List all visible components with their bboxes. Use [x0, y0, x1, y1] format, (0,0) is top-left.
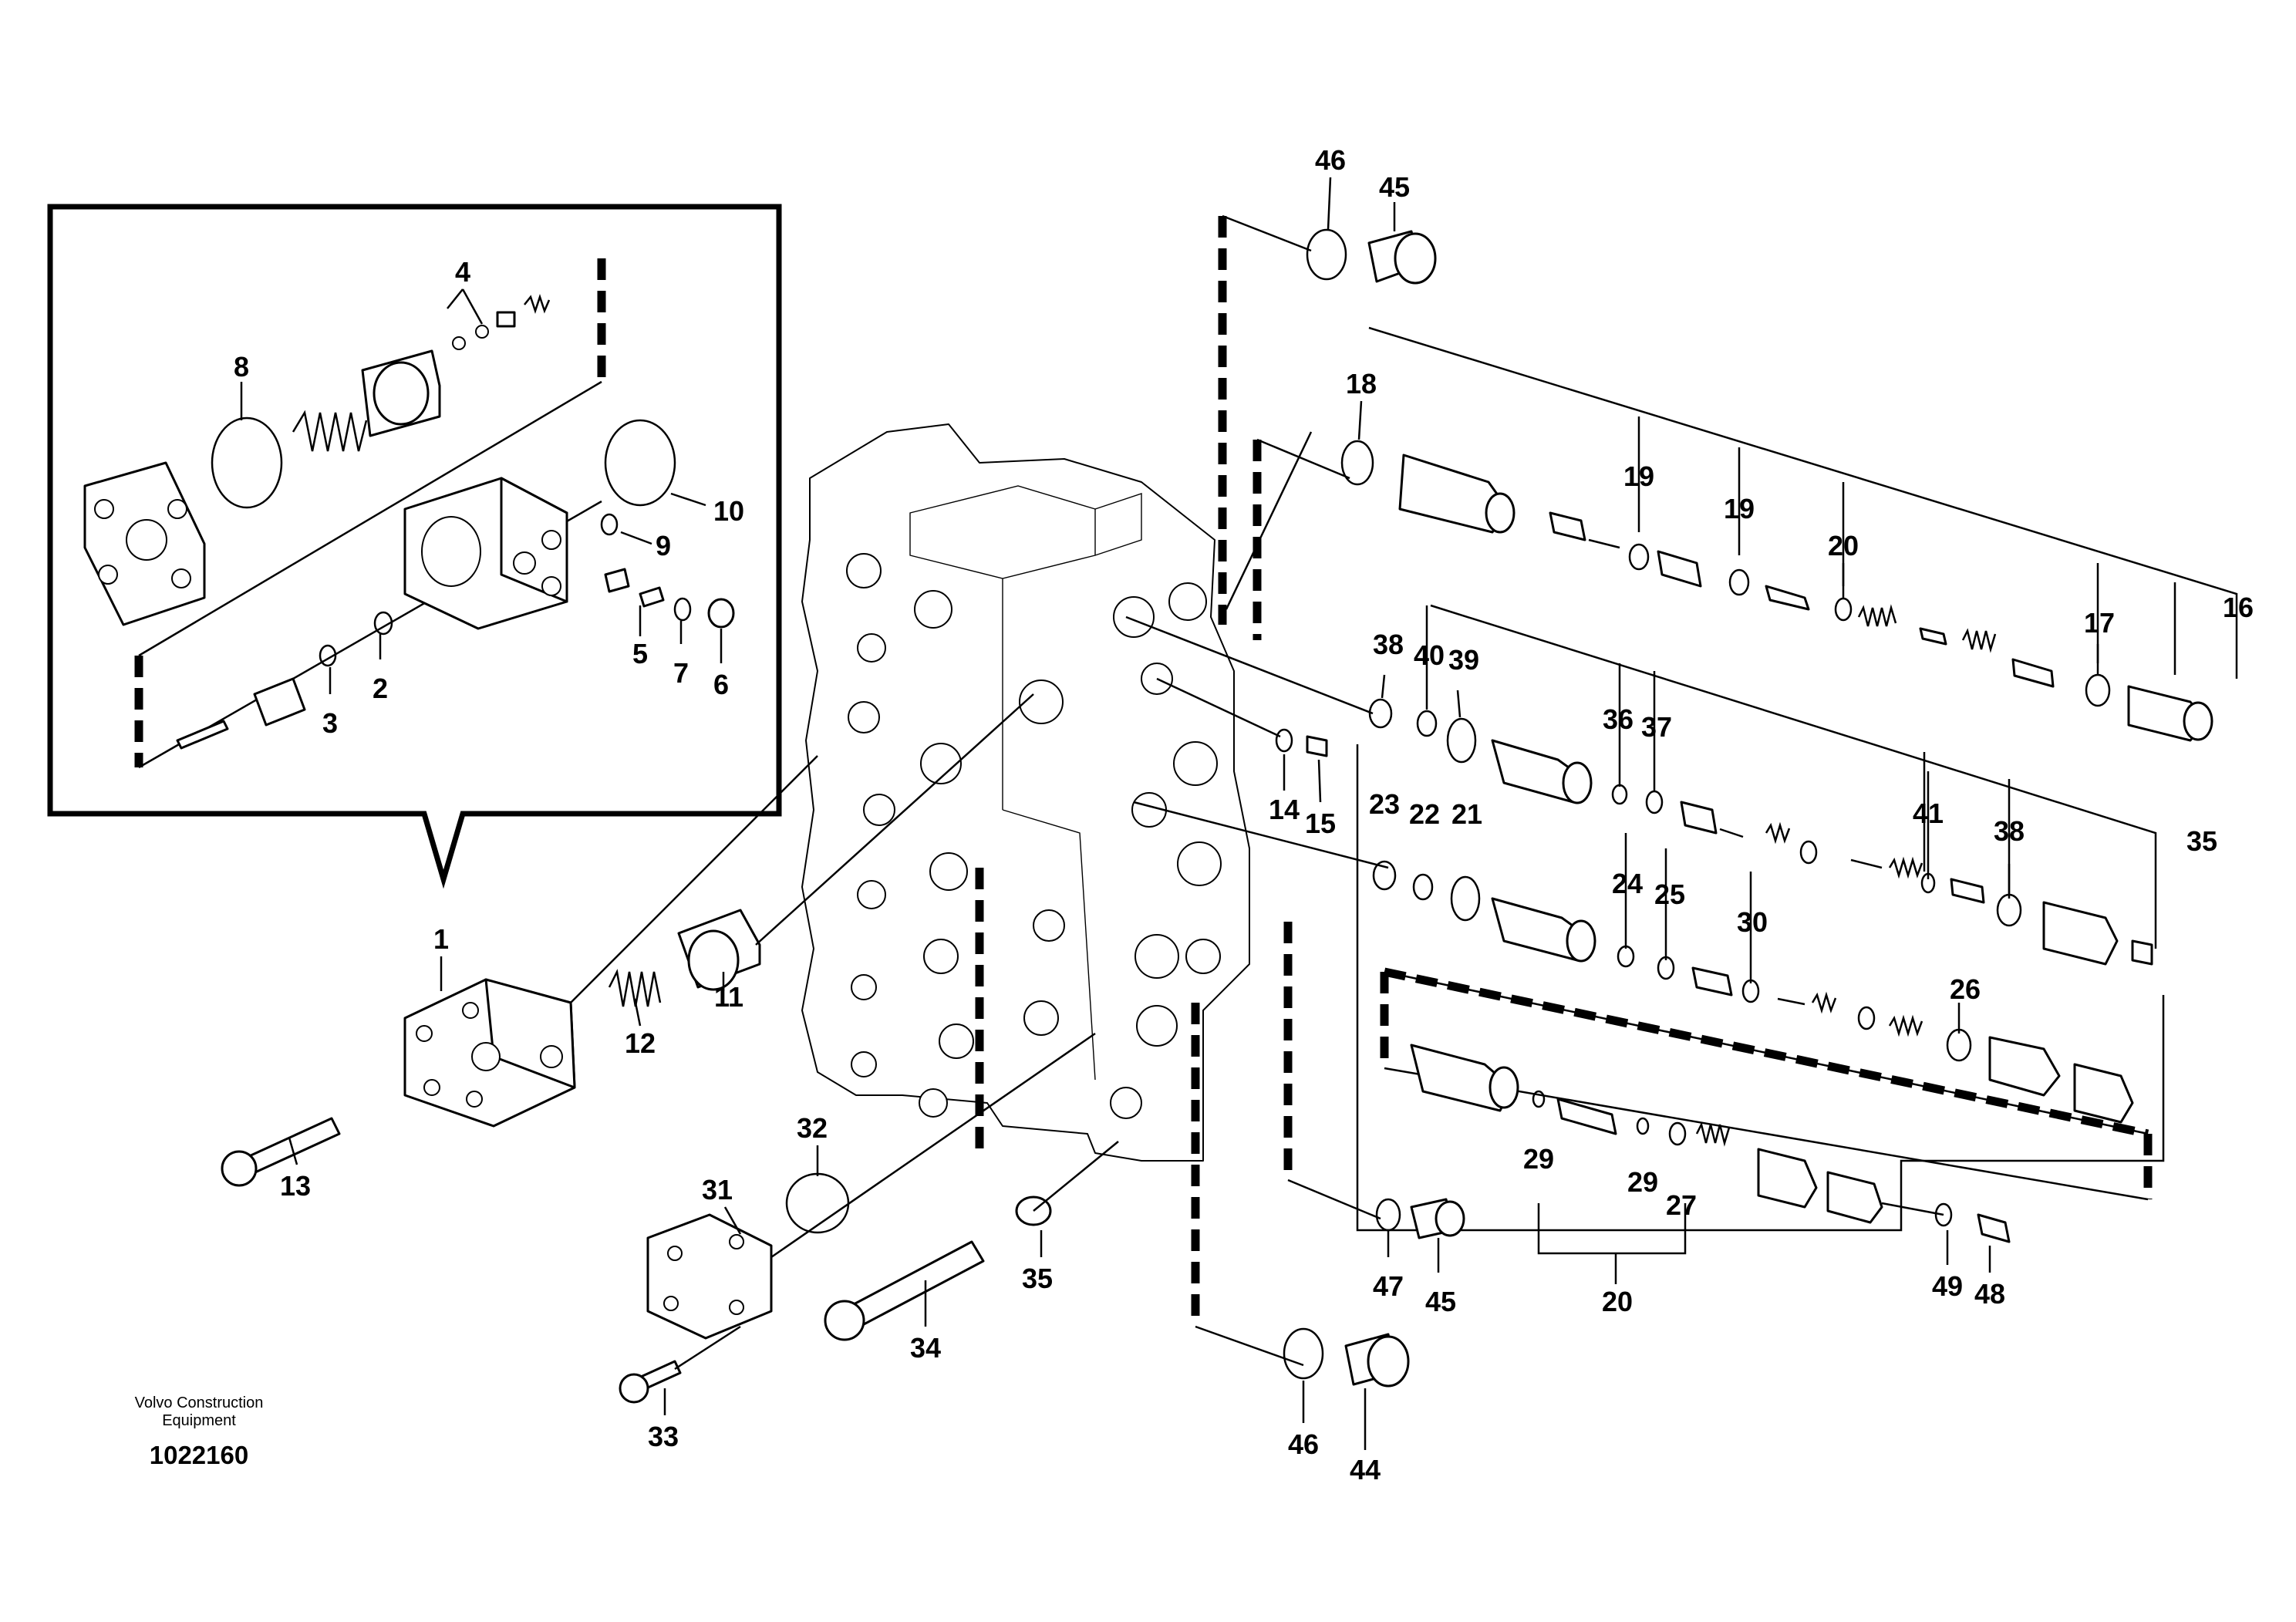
callout-22: 21 [1451, 798, 1482, 830]
callout-46: 45 [1425, 1286, 1456, 1317]
callout-25: 24 [1612, 868, 1643, 899]
callout-16: 16 [2223, 592, 2254, 623]
callout-18: 18 [1346, 368, 1377, 400]
callout-39: 38 [1994, 815, 2025, 847]
callout-30: 30 [1737, 906, 1768, 938]
callout-34: 34 [910, 1332, 941, 1364]
callout-14: 14 [1269, 794, 1300, 825]
brand-line-1: Volvo Construction [135, 1394, 264, 1411]
brand-line-2: Equipment [162, 1412, 236, 1429]
callout-38: 37 [1641, 711, 1672, 743]
callout-29a: 29 [1523, 1143, 1554, 1175]
callout-15: 15 [1305, 808, 1336, 839]
left-parts [221, 693, 1119, 1415]
callout-3: 3 [322, 707, 338, 739]
callout-45-top: 46 [1315, 144, 1346, 176]
callout-13: 13 [280, 1170, 311, 1202]
callout-11: 11 [714, 981, 743, 1013]
callout-40: 38 [1373, 629, 1404, 660]
callout-37: 36 [1603, 703, 1633, 735]
callout-19b: 19 [1724, 493, 1755, 524]
callout-49: 49 [1932, 1270, 1963, 1302]
callout-24: 23 [1369, 788, 1400, 820]
callout-41: 39 [1448, 644, 1479, 676]
callout-31: 31 [702, 1174, 733, 1206]
callout-43: 41 [1913, 798, 1944, 829]
callout-45-bottom: 46 [1288, 1428, 1319, 1460]
callout-36: 35 [2186, 825, 2217, 857]
callout-12: 12 [625, 1027, 656, 1059]
callout-5: 5 [632, 638, 648, 669]
callout-1: 1 [433, 923, 449, 955]
callout-4: 4 [455, 256, 470, 288]
right-parts [1125, 177, 2238, 1450]
callout-7: 7 [673, 657, 689, 689]
callout-9: 9 [656, 530, 671, 561]
callout-32: 32 [797, 1112, 828, 1144]
callout-44-bottom: 44 [1350, 1454, 1381, 1485]
callout-42: 40 [1414, 639, 1445, 671]
callout-47: 47 [1373, 1270, 1404, 1302]
callout-8: 8 [234, 351, 249, 383]
callout-2: 2 [373, 673, 388, 704]
callout-28: 27 [1666, 1189, 1697, 1221]
callout-26: 25 [1654, 878, 1685, 910]
body-ports [846, 553, 1222, 1119]
callout-23: 22 [1409, 798, 1440, 830]
callout-17: 17 [2084, 607, 2115, 639]
callout-19a: 19 [1623, 460, 1654, 492]
drawing-number: 1022160 [150, 1441, 248, 1469]
callout-10: 10 [713, 495, 744, 527]
detail-inset [47, 204, 782, 889]
callout-33: 33 [648, 1421, 679, 1452]
callout-29b: 29 [1627, 1166, 1658, 1198]
callout-6: 6 [713, 669, 729, 700]
callout-20: 20 [1828, 530, 1859, 561]
callout-35: 35 [1022, 1263, 1053, 1294]
drawing-info: Volvo Construction Equipment 1022160 [135, 1394, 264, 1469]
callout-44-top: 45 [1379, 171, 1410, 203]
callout-27: 26 [1950, 973, 1981, 1005]
callout-48: 48 [1974, 1278, 2005, 1310]
callout-labels: 4 8 10 9 2 3 5 7 6 1 12 11 13 31 32 33 3… [234, 144, 2254, 1485]
callout-21: 20 [1602, 1286, 1633, 1317]
main-valve-body [801, 423, 1250, 1162]
